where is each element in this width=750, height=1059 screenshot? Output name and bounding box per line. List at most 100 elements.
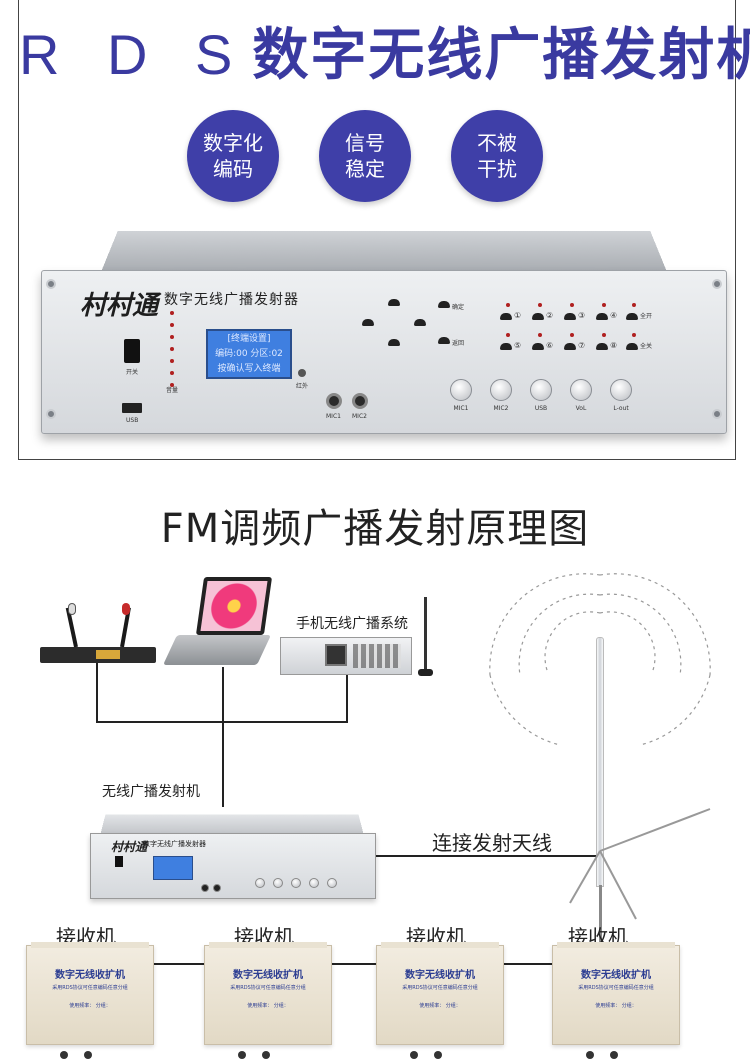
zone-led (538, 303, 542, 307)
fm-broadcast-diagram: 手机无线广播系统 无线广播发射机 村村通 数字无线广播发射器 连接发射天线 接收… (0, 555, 750, 1059)
confirm-button-icon (438, 301, 450, 308)
laptop-keyboard-icon (163, 635, 271, 665)
lcd-display: [终端设置] 编码:00 分区:02 按确认写入终端 (206, 329, 292, 379)
device-chassis-top (101, 231, 667, 272)
receiver-foot-icon (586, 1051, 594, 1059)
all-on-button-icon (626, 313, 638, 320)
page-title: R D S数字无线广播发射机 (19, 10, 750, 91)
receiver-info-line: 使用频率： 分组： (247, 1003, 289, 1009)
wireless-mic-receiver-icon (40, 647, 156, 663)
power-switch-icon (124, 339, 140, 363)
confirm-label: 确定 (452, 304, 465, 311)
receiver-foot-icon (262, 1051, 270, 1059)
knob-label: MIC1 (453, 405, 469, 412)
transmitter-front-icon: 村村通 数字无线广播发射器 (90, 833, 376, 899)
knob-mic2-icon (490, 379, 512, 401)
usb-label: USB (126, 417, 139, 424)
mini-device-name: 数字无线广播发射器 (143, 840, 206, 848)
screw-icon (46, 409, 56, 419)
zone-button-icon (564, 343, 576, 350)
power-label: 开关 (126, 369, 139, 376)
antenna-radials-icon (569, 808, 711, 920)
lcd-line: 按确认写入终端 (217, 364, 281, 374)
screw-icon (46, 279, 56, 289)
back-label: 返回 (452, 340, 465, 347)
radio-waves-icon (489, 573, 711, 746)
receiver-title: 数字无线收扩机 (581, 970, 651, 981)
badge-line: 数字化 (203, 131, 263, 155)
lcd-line: 编码:00 分区:02 (215, 349, 283, 359)
zone-button-icon (596, 343, 608, 350)
mini-jack-icon (201, 884, 209, 892)
receiver-lid (209, 942, 327, 948)
back-button-icon (438, 337, 450, 344)
receiver-unit-icon: 数字无线收扩机采用RDS协议可任意编码任意分组使用频率： 分组： (376, 942, 504, 1045)
knob-volume-icon (570, 379, 592, 401)
nav-right-button-icon (414, 319, 426, 326)
receiver-foot-icon (60, 1051, 68, 1059)
zone-button-icon (532, 343, 544, 350)
screw-icon (712, 279, 722, 289)
lcd-line: [终端设置] (227, 334, 271, 344)
zone-button-icon (532, 313, 544, 320)
receiver-subtitle: 采用RDS协议可任意编码任意分组 (402, 985, 478, 991)
receiver-unit-icon: 数字无线收扩机采用RDS协议可任意编码任意分组使用频率： 分组： (552, 942, 680, 1045)
zone-number-label: ⑥ (546, 341, 554, 350)
small-antenna-icon (424, 597, 427, 673)
receiver-info-line: 使用频率： 分组： (595, 1003, 637, 1009)
mini-knob-icon (255, 878, 265, 888)
receiver-bus-line (120, 963, 602, 965)
mini-jack-icon (213, 884, 221, 892)
zone-number-label: ⑤ (514, 341, 522, 350)
zone-led (570, 303, 574, 307)
microphone-head-icon (68, 603, 76, 615)
usb-port-icon (122, 403, 142, 413)
laptop-icon (195, 577, 273, 635)
receiver-foot-icon (238, 1051, 246, 1059)
mini-brand: 村村通 (111, 840, 148, 854)
mobile-system-label: 手机无线广播系统 (296, 616, 408, 632)
ir-label: 红外 (296, 383, 309, 390)
transmitter-device-image: 村村通 数字无线广播发射器 开关 USB 音量 [终端设置] 编码:00 分区:… (41, 222, 727, 436)
zone-button-icon (596, 313, 608, 320)
feature-badge-no-interference: 不被 干扰 (451, 110, 543, 202)
mic1-jack-label: MIC1 (326, 413, 341, 420)
knob-line-out-icon (610, 379, 632, 401)
zone-button-icon (500, 343, 512, 350)
mic2-jack-label: MIC2 (352, 413, 367, 420)
zone-led (506, 333, 510, 337)
receiver-info-line: 使用频率： 分组： (69, 1003, 111, 1009)
nav-down-button-icon (388, 339, 400, 346)
knob-usb-icon (530, 379, 552, 401)
ir-sensor-icon (298, 369, 306, 377)
receiver-title: 数字无线收扩机 (55, 970, 125, 981)
knob-mic1-icon (450, 379, 472, 401)
mini-knob-icon (291, 878, 301, 888)
knob-label: L-out (613, 405, 629, 412)
title-latin: R D S (19, 23, 249, 86)
zone-led (506, 303, 510, 307)
volume-led-label: 音量 (166, 387, 179, 394)
zone-led (538, 333, 542, 337)
small-antenna-base-icon (418, 669, 433, 676)
receiver-unit-icon: 数字无线收扩机采用RDS协议可任意编码任意分组使用频率： 分组： (204, 942, 332, 1045)
receiver-unit-icon: 数字无线收扩机采用RDS协议可任意编码任意分组使用频率： 分组： (26, 942, 154, 1045)
connection-line (222, 721, 224, 807)
mobile-broadcast-box-icon (280, 637, 412, 675)
receiver-lid (381, 942, 499, 948)
all-off-led (632, 333, 636, 337)
receiver-foot-icon (410, 1051, 418, 1059)
antenna-link-label: 连接发射天线 (432, 831, 552, 855)
receiver-foot-icon (434, 1051, 442, 1059)
receiver-info-line: 使用频率： 分组： (419, 1003, 461, 1009)
transmitter-label: 无线广播发射机 (102, 784, 200, 800)
feature-badge-digital: 数字化 编码 (187, 110, 279, 202)
receiver-foot-icon (84, 1051, 92, 1059)
zone-number-label: ④ (610, 311, 618, 320)
receiver-title: 数字无线收扩机 (233, 970, 303, 981)
zone-led (602, 333, 606, 337)
mini-knob-icon (273, 878, 283, 888)
zone-number-label: ⑧ (610, 341, 618, 350)
mini-lcd-icon (153, 856, 193, 880)
badge-line: 干扰 (477, 157, 517, 181)
